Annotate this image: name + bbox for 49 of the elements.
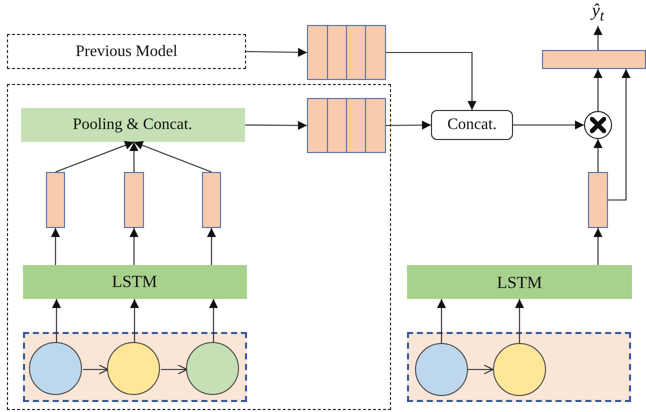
arrow (594, 139, 602, 172)
vector-bar (588, 172, 608, 228)
arrow (209, 299, 218, 343)
arrow (83, 364, 109, 375)
node-label: LSTM (112, 273, 158, 290)
arrow (386, 120, 431, 130)
arrow (245, 120, 307, 130)
arrow (130, 299, 139, 343)
arrow (129, 142, 138, 172)
vector-block (306, 98, 386, 152)
input-group (22, 332, 246, 402)
vector-bar (46, 172, 64, 228)
node-label: LSTM (496, 274, 542, 290)
state-circle (186, 342, 239, 395)
arrow (246, 48, 307, 57)
arrow (207, 228, 216, 265)
arrow (51, 228, 60, 265)
node-label: Previous Model (76, 44, 178, 60)
arrow (52, 299, 61, 343)
input-group (407, 332, 631, 402)
process-box (7, 34, 246, 69)
arrow (515, 299, 524, 343)
arrow (468, 364, 494, 375)
arrow (608, 69, 631, 201)
arrow (161, 364, 188, 375)
process-box (407, 265, 632, 299)
arrow (386, 52, 476, 110)
arrow (594, 228, 602, 265)
vector-block (307, 25, 386, 80)
vector-bar (202, 172, 220, 228)
arrow (55, 141, 134, 173)
output-label: ŷ$_{t}$ (592, 1, 604, 25)
arrow (130, 228, 138, 265)
vector-bar (542, 50, 646, 69)
state-circle (107, 342, 160, 395)
arrow (437, 299, 446, 343)
arrow (513, 120, 584, 130)
arrow (594, 26, 602, 50)
process-box (431, 110, 513, 140)
process-box (20, 108, 244, 142)
group-frame (7, 84, 391, 410)
state-circle (29, 342, 82, 395)
multiply-node (584, 111, 612, 139)
node-label: Pooling & Concat. (72, 116, 192, 132)
arrow (134, 141, 212, 173)
arrow (594, 69, 602, 111)
vector-bar (124, 172, 144, 228)
node-label: Concat. (447, 117, 497, 133)
process-box (22, 264, 246, 298)
